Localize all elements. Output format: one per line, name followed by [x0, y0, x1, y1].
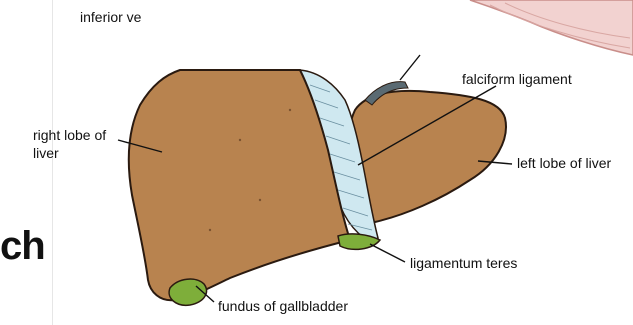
label-right-lobe-line1: right lobe of: [33, 127, 106, 143]
leader-ligamentum-teres: [370, 244, 405, 262]
label-right-lobe-line2: liver: [33, 145, 59, 161]
label-falciform-ligament: falciform ligament: [462, 71, 572, 87]
label-left-lobe: left lobe of liver: [517, 155, 611, 171]
leader-inferior-vena: [400, 55, 420, 80]
label-ligamentum-teres: ligamentum teres: [410, 255, 517, 271]
label-gallbladder: fundus of gallbladder: [218, 298, 348, 314]
diaphragm-edge: [470, 0, 633, 55]
label-inferior-vena: inferior ve: [80, 9, 142, 25]
left-lobe-shape: [347, 91, 506, 222]
gallbladder-shape: [169, 279, 206, 305]
